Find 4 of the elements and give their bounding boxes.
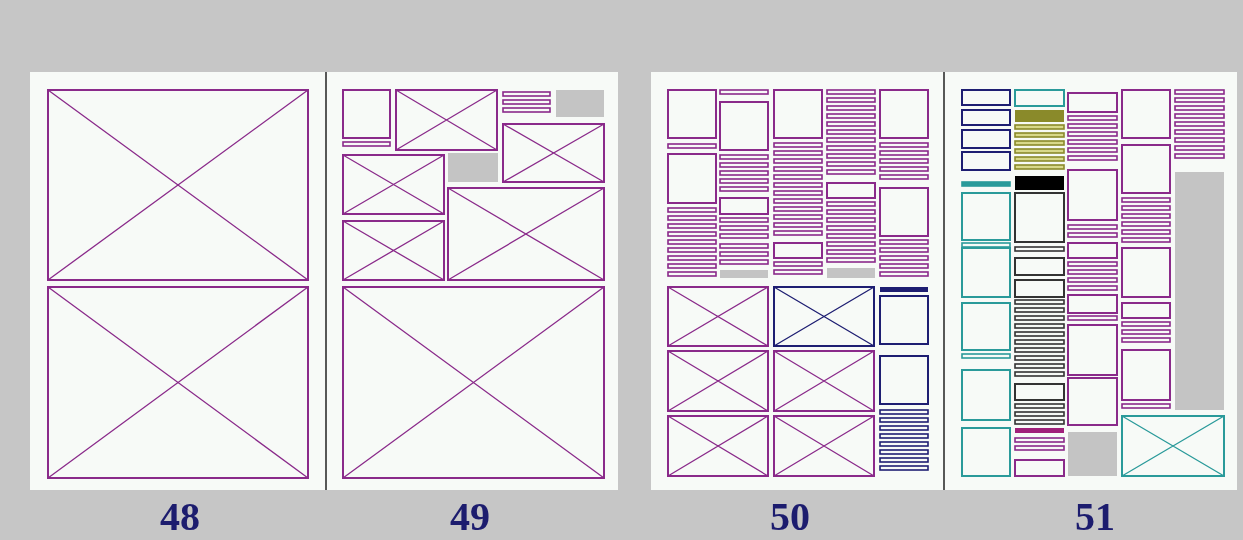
page-number: 51: [1074, 494, 1116, 540]
page-number: 48: [159, 494, 201, 540]
page-number: 50: [769, 494, 811, 540]
page-number: 49: [449, 494, 491, 540]
